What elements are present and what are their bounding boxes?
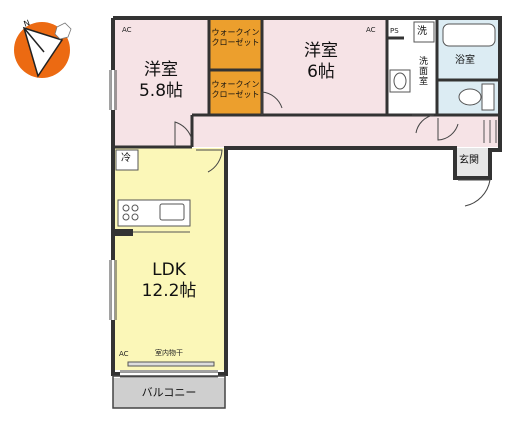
indoor-drying-label: 室内物干	[155, 349, 183, 357]
ldk-size: 12.2帖	[141, 281, 197, 301]
washer-box	[413, 21, 435, 43]
western-room-right-name: 洋室	[304, 41, 338, 61]
stove-burner-1	[122, 204, 130, 212]
bathroom-label: 浴室	[455, 55, 475, 66]
washroom-label: 洗面室	[417, 56, 427, 86]
balcony-floor	[113, 378, 225, 408]
sink	[393, 72, 407, 90]
ac-left-room: AC	[122, 26, 132, 34]
entrance-floor	[456, 148, 488, 178]
stove-burner-3	[122, 213, 130, 221]
ldk-floor	[113, 148, 225, 370]
ps-label: PS	[390, 27, 399, 35]
door-entrance	[458, 179, 491, 207]
door-washroom	[412, 114, 435, 134]
fridge-mark: 冷	[121, 153, 131, 164]
inner-walls	[113, 18, 500, 149]
compass	[14, 22, 72, 78]
closet-bottom-line1: ウォークイン	[211, 80, 260, 89]
compass-north-line	[23, 27, 45, 53]
closet-top-line2: クローゼット	[211, 38, 260, 47]
western-room-left-name: 洋室	[144, 60, 178, 80]
closet-bottom-label: ウォークイン クローゼット	[210, 80, 261, 100]
door-left-room	[174, 121, 193, 147]
balcony-label: バルコニー	[141, 386, 197, 399]
windows	[109, 70, 218, 378]
fridge-space	[115, 149, 139, 171]
ldk-name: LDK	[152, 260, 186, 280]
western-room-right-floor	[262, 20, 387, 115]
washer-mark: 洗	[417, 26, 427, 37]
kitchen-sink	[159, 203, 185, 221]
closet-top-floor	[210, 20, 261, 70]
indoor-drying-rail	[127, 361, 215, 367]
western-room-left-size: 5.8帖	[138, 81, 184, 101]
hall-steps	[483, 120, 497, 143]
doors	[174, 91, 491, 207]
door-right-room	[261, 91, 283, 115]
door-toilet	[437, 118, 459, 141]
stove-burner-4	[131, 213, 139, 221]
door-ldk	[196, 149, 223, 173]
kitchen	[115, 149, 215, 367]
ac-ldk: AC	[119, 350, 129, 358]
entrance-label: 玄関	[459, 155, 479, 166]
closet-bottom-floor	[210, 71, 261, 115]
balcony-outline	[112, 375, 226, 409]
toilet-bowl	[458, 88, 482, 106]
bath-fixtures	[389, 21, 496, 111]
toilet-tank	[481, 83, 495, 111]
walls	[111, 16, 502, 376]
outer-wall	[111, 16, 502, 376]
kitchen-wall-block	[113, 229, 133, 236]
closet-top-label: ウォークイン クローゼット	[210, 28, 261, 48]
closet-bottom-line2: クローゼット	[211, 90, 260, 99]
western-room-right-size: 6帖	[307, 62, 335, 82]
compass-deco	[54, 22, 72, 40]
ac-right-room: AC	[366, 26, 376, 34]
hallway-floor	[192, 116, 498, 147]
bathtub	[442, 23, 496, 47]
closet-top-line1: ウォークイン	[211, 28, 260, 37]
stove-burner-2	[131, 204, 139, 212]
